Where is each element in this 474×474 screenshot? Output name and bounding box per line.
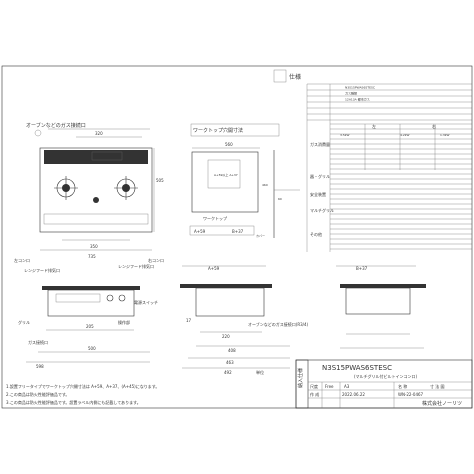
notes: 1.設置フリータイプでワークトップ穴開寸法は A+59、A+37、(A+45)に… bbox=[6, 369, 264, 405]
right-side-view: B+37 bbox=[336, 265, 426, 349]
delivery-spec-label: 納入仕様 bbox=[297, 368, 304, 388]
section-4: その他 bbox=[310, 231, 322, 237]
gas-value-1: 3.5kW bbox=[340, 133, 350, 137]
section-2: 安全装置 bbox=[310, 191, 326, 197]
sheet-border bbox=[1, 65, 473, 409]
left-burner bbox=[54, 176, 78, 200]
cutout-note: A+59以上 A+37 bbox=[214, 172, 238, 177]
cutout-dim-460: 460 bbox=[262, 183, 268, 187]
dim-500: 500 bbox=[88, 346, 96, 351]
date-label: 作 成 bbox=[310, 391, 319, 397]
dim-492: 492 bbox=[224, 370, 232, 375]
size-label: A3 bbox=[344, 384, 350, 389]
gas-inlet-label: ガス接続口 bbox=[28, 339, 48, 345]
name-value: 寸 法 図 bbox=[430, 383, 445, 389]
cutout-diagram: ワークトップ穴開寸法 560 A+59以上 A+37 460 ワークトップ A+… bbox=[189, 123, 300, 238]
control-panel bbox=[43, 213, 149, 225]
note-3: 3.この商品は防火性能評価品です。設置ラベル内側にも記載してあります。 bbox=[6, 399, 141, 405]
cutout-a59: A+59 bbox=[194, 229, 206, 234]
dim-735: 735 bbox=[88, 254, 96, 259]
spec-detail-lines bbox=[330, 123, 472, 250]
gas-label: ガス消費量 bbox=[310, 141, 330, 147]
side-top bbox=[180, 284, 272, 288]
dim-408: 408 bbox=[228, 348, 236, 353]
workstop-label: ワークトップ bbox=[203, 215, 227, 221]
name-label: 名 称 bbox=[398, 383, 407, 389]
unit-label: 単位 bbox=[256, 369, 264, 375]
front-view: レンジフード排気口 レンジフード排気口 電源スイッチ 操作部 グリル ガス接続口… bbox=[18, 263, 158, 369]
center-burner bbox=[93, 197, 99, 203]
front-body bbox=[47, 289, 135, 317]
spec-row-value: N3S15PWAS6STESC bbox=[345, 86, 375, 90]
dim-17: 17 bbox=[186, 318, 192, 323]
right-burner bbox=[114, 176, 138, 200]
dim-a59-side: A+59 bbox=[208, 266, 220, 271]
date-value: 2022.06.22 bbox=[342, 392, 365, 397]
note-2: 2.この商品は防火性能評価品です。 bbox=[6, 391, 69, 397]
left-konro-label: 左コンロ bbox=[14, 257, 30, 263]
spec-heading: 仕様 bbox=[289, 73, 301, 81]
company-name: 株式会社ノーリツ bbox=[422, 400, 462, 407]
control-label: 操作部 bbox=[118, 319, 130, 325]
power-switch-label: 電源スイッチ bbox=[134, 299, 158, 305]
cutout-dim-560: 560 bbox=[225, 142, 233, 147]
gas-value-3: 1.3kW bbox=[440, 133, 450, 137]
grill-label: グリル bbox=[18, 319, 30, 325]
side-view: A+59 17 オーブンなどのガス接続口(R3/4) 220 408 463 4… bbox=[180, 265, 309, 375]
spec-row-value: ガス種類 bbox=[345, 91, 357, 96]
cutout-title: ワークトップ穴開寸法 bbox=[193, 127, 243, 134]
dim-505: 505 bbox=[156, 178, 164, 183]
section-3: マルチグリル bbox=[310, 207, 334, 213]
grill-door bbox=[55, 293, 101, 303]
model-number: N3S15PWAS6STESC bbox=[322, 364, 392, 372]
gas-value-2: 4.2kW bbox=[400, 133, 410, 137]
cutout-opening bbox=[207, 159, 241, 189]
document-number: WN-22-0467 bbox=[398, 392, 424, 397]
cutout-outline bbox=[191, 151, 259, 213]
cooktop-outline bbox=[39, 147, 153, 233]
spec-row-value: 12A13A 都市ガス bbox=[345, 97, 370, 102]
scale-label: 尺度 bbox=[310, 383, 318, 389]
right-konro-label: 右コンロ bbox=[148, 257, 164, 263]
right-side-body bbox=[345, 287, 411, 315]
dim-463: 463 bbox=[226, 360, 234, 365]
dim-60: 60 bbox=[278, 197, 282, 201]
right-side-top bbox=[340, 284, 426, 288]
cover-label: カバー bbox=[256, 233, 265, 238]
dim-b37-side: B+37 bbox=[356, 266, 368, 271]
dim-350: 350 bbox=[90, 244, 98, 249]
section-1: 器・グリル bbox=[310, 173, 330, 179]
cutout-b37: B+37 bbox=[232, 229, 244, 234]
oven-gas-label: オーブンなどのガス接続口(R3/4) bbox=[248, 321, 309, 327]
scale-value: Free bbox=[325, 384, 334, 389]
dim-320: 320 bbox=[95, 131, 103, 136]
range-hood-label-2: レンジフード排気口 bbox=[118, 263, 154, 269]
gas-connection-marker bbox=[34, 129, 42, 137]
gas-left-header: 左 bbox=[372, 123, 376, 129]
title-block: 納入仕様 N3S15PWAS6STESC (マルチグリル付ビルトインコンロ) 尺… bbox=[295, 359, 473, 409]
dim-220: 220 bbox=[222, 334, 230, 339]
knob-right bbox=[118, 294, 126, 302]
side-body bbox=[195, 287, 265, 317]
dim-598: 598 bbox=[36, 364, 44, 369]
gas-right-header: 右 bbox=[432, 123, 436, 129]
range-hood-label-1: レンジフード排気口 bbox=[24, 267, 60, 273]
knob-left bbox=[106, 294, 114, 302]
model-subtitle: (マルチグリル付ビルトインコンロ) bbox=[354, 373, 418, 379]
gas-connection-label: オーブンなどのガス接続口 bbox=[26, 122, 86, 129]
dim-205: 205 bbox=[86, 324, 94, 329]
top-plate bbox=[42, 286, 140, 290]
note-1: 1.設置フリータイプでワークトップ穴開寸法は A+59、A+37、(A+45)に… bbox=[6, 383, 159, 389]
spec-checkbox bbox=[273, 69, 287, 83]
top-view: オーブンなどのガス接続口 320 505 350 73 bbox=[14, 122, 164, 263]
